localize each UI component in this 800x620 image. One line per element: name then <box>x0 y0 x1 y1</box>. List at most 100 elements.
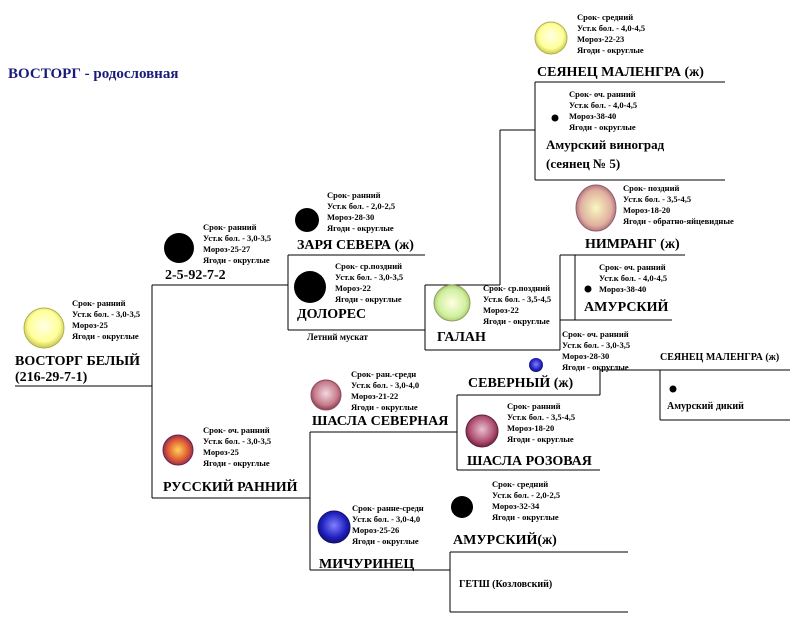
amursky-top-name: АМУРСКИЙ <box>584 300 669 315</box>
info-line: Мороз-18-20 <box>507 423 555 433</box>
shasla-rozovaya-info: Срок- ранний Уст.к бол. - 3,5-4,5 Мороз-… <box>507 401 575 445</box>
zarya-severa-info: Срок- ранний Уст.к бол. - 2,0-2,5 Мороз-… <box>327 190 395 234</box>
info-line: Мороз-25-27 <box>203 244 251 254</box>
title-rest: родословная <box>93 66 179 82</box>
n2592-info: Срок- ранний Уст.к бол. - 3,0-3,5 Мороз-… <box>203 222 271 266</box>
info-line: Срок- ран.-средн <box>351 369 417 379</box>
info-line: Ягоди - обратно-яйцевидные <box>623 216 734 226</box>
info-line: Ягоди - округлые <box>352 536 419 546</box>
info-line: Уст.к бол. - 3,0-4,0 <box>351 380 420 390</box>
amursky-zh-name: АМУРСКИЙ(ж) <box>453 533 557 548</box>
nimrang-info: Срок- поздний Уст.к бол. - 3,5-4,5 Мороз… <box>623 183 734 227</box>
russky-ranny-name: РУССКИЙ РАННИЙ <box>163 480 298 495</box>
info-line: Срок- средний <box>577 12 634 22</box>
amursky-zh-berry-icon <box>451 496 473 518</box>
info-line: Мороз-22-23 <box>577 34 625 44</box>
info-line: Ягоди - округлые <box>483 316 550 326</box>
shasla-severnaya-info: Срок- ран.-средн Уст.к бол. - 3,0-4,0 Мо… <box>351 369 419 413</box>
vostorg-bely-berry-icon <box>23 307 65 349</box>
shasla-severnaya-name: ШАСЛА СЕВЕРНАЯ <box>312 414 449 429</box>
info-line: Ягоди - округлые <box>569 122 636 132</box>
info-line: Срок- оч. ранний <box>599 262 666 272</box>
info-line: Срок- оч. ранний <box>569 89 636 99</box>
info-line: Ягоди - округлые <box>72 331 139 341</box>
shasla-rozovaya-berry-icon <box>465 414 499 448</box>
amursky-vinograd-info: Срок- оч. ранний Уст.к бол. - 4,0-4,5 Мо… <box>569 89 637 133</box>
info-line: Срок- ср.поздний <box>335 261 402 271</box>
severny-name: СЕВЕРНЫЙ (ж) <box>468 376 574 391</box>
michurinets-info: Срок- ранне-средн Уст.к бол. - 3,0-4,0 М… <box>352 503 424 547</box>
nimrang-name: НИМРАНГ (ж) <box>585 237 680 252</box>
info-line: Уст.к бол. - 3,0-3,5 <box>203 233 272 243</box>
amursky-zh-info: Срок- средний Уст.к бол. - 2,0-2,5 Мороз… <box>492 479 560 523</box>
russky-ranny-info: Срок- оч. ранний Уст.к бол. - 3,0-3,5 Мо… <box>203 425 271 469</box>
info-line: Ягоди - округлые <box>335 294 402 304</box>
info-line: Срок- ср.поздний <box>483 283 550 293</box>
severny-berry-icon <box>529 358 543 372</box>
info-line: Уст.к бол. - 4,0-4,5 <box>599 273 668 283</box>
info-line: Ягоди - округлые <box>351 402 418 412</box>
title-separator: - <box>80 66 94 82</box>
vostorg-bely-info: Срок- ранний Уст.к бол. - 3,0-3,5 Мороз-… <box>72 298 140 342</box>
galan-name: ГАЛАН <box>437 330 486 345</box>
galan-berry-icon <box>433 284 471 322</box>
info-line: Мороз-22 <box>335 283 371 293</box>
info-line: Ягоди - округлые <box>203 458 270 468</box>
info-line: Срок- ранний <box>507 401 561 411</box>
amursky-vinograd-name: Амурский виноград <box>546 137 665 152</box>
info-line: Уст.к бол. - 3,0-3,5 <box>335 272 404 282</box>
info-line: Срок- средний <box>492 479 549 489</box>
title-variety: ВОСТОРГ <box>8 66 81 82</box>
info-line: Мороз-32-34 <box>492 501 540 511</box>
info-line: Ягоди - округлые <box>327 223 394 233</box>
vostorg-bely-name: ВОСТОРГ БЕЛЫЙ <box>15 354 140 369</box>
info-line: Срок- ранне-средн <box>352 503 424 513</box>
info-line: Уст.к бол. - 2,0-2,5 <box>327 201 396 211</box>
michurinets-berry-icon <box>317 510 351 544</box>
getsh-name: ГЕТШ (Козловский) <box>459 579 553 590</box>
seyanets-malengra-top-name: СЕЯНЕЦ МАЛЕНГРА (ж) <box>537 65 704 80</box>
dolores-berry-icon <box>294 271 326 303</box>
zarya-severa-name: ЗАРЯ СЕВЕРА (ж) <box>297 238 414 253</box>
nimrang-berry-icon <box>575 184 617 232</box>
letnij-muskat-name: Летний мускат <box>307 332 368 342</box>
info-line: Уст.к бол. - 3,0-4,0 <box>352 514 421 524</box>
info-line: Мороз-25 <box>203 447 239 457</box>
info-line: Мороз-28-30 <box>562 351 610 361</box>
info-line: Срок- ранний <box>203 222 257 232</box>
info-line: Мороз-38-40 <box>599 284 647 294</box>
info-line: Ягоди - округлые <box>562 362 629 372</box>
vostorg-bely-code: (216-29-7-1) <box>15 370 88 385</box>
info-line: Мороз-18-20 <box>623 205 671 215</box>
info-line: Уст.к бол. - 4,0-4,5 <box>569 100 638 110</box>
info-line: Мороз-28-30 <box>327 212 375 222</box>
info-line: Срок- оч. ранний <box>203 425 270 435</box>
galan-info: Срок- ср.поздний Уст.к бол. - 3,5-4,5 Мо… <box>483 283 551 327</box>
info-line: Мороз-38-40 <box>569 111 617 121</box>
info-line: Уст.к бол. - 3,0-3,5 <box>203 436 272 446</box>
info-line: Срок- ранний <box>72 298 126 308</box>
info-line: Срок- оч. ранний <box>562 329 629 339</box>
info-line: Ягоди - округлые <box>492 512 559 522</box>
seyanets-malengra-berry-icon <box>534 21 568 55</box>
info-line: Уст.к бол. - 3,5-4,5 <box>507 412 576 422</box>
seyanets-malengra-small-name: СЕЯНЕЦ МАЛЕНГРА (ж) <box>660 352 780 363</box>
info-line: Уст.к бол. - 3,5-4,5 <box>483 294 552 304</box>
n2592-berry-icon <box>164 233 194 263</box>
info-line: Ягоди - округлые <box>577 45 644 55</box>
amursky-diky-name: Амурский дикий <box>667 401 744 412</box>
dolores-name: ДОЛОРЕС <box>297 307 367 322</box>
shasla-severnaya-berry-icon <box>310 379 342 411</box>
info-line: Уст.к бол. - 2,0-2,5 <box>492 490 561 500</box>
info-line: Мороз-25 <box>72 320 108 330</box>
info-line: Ягоди - округлые <box>507 434 574 444</box>
russky-ranny-berry-icon <box>162 434 194 466</box>
amursky-top-berry-icon <box>584 285 592 293</box>
info-line: Мороз-21-22 <box>351 391 399 401</box>
dolores-info: Срок- ср.поздний Уст.к бол. - 3,0-3,5 Мо… <box>335 261 403 305</box>
amursky-diky-berry-icon <box>669 385 677 393</box>
info-line: Срок- поздний <box>623 183 680 193</box>
info-line: Мороз-22 <box>483 305 519 315</box>
